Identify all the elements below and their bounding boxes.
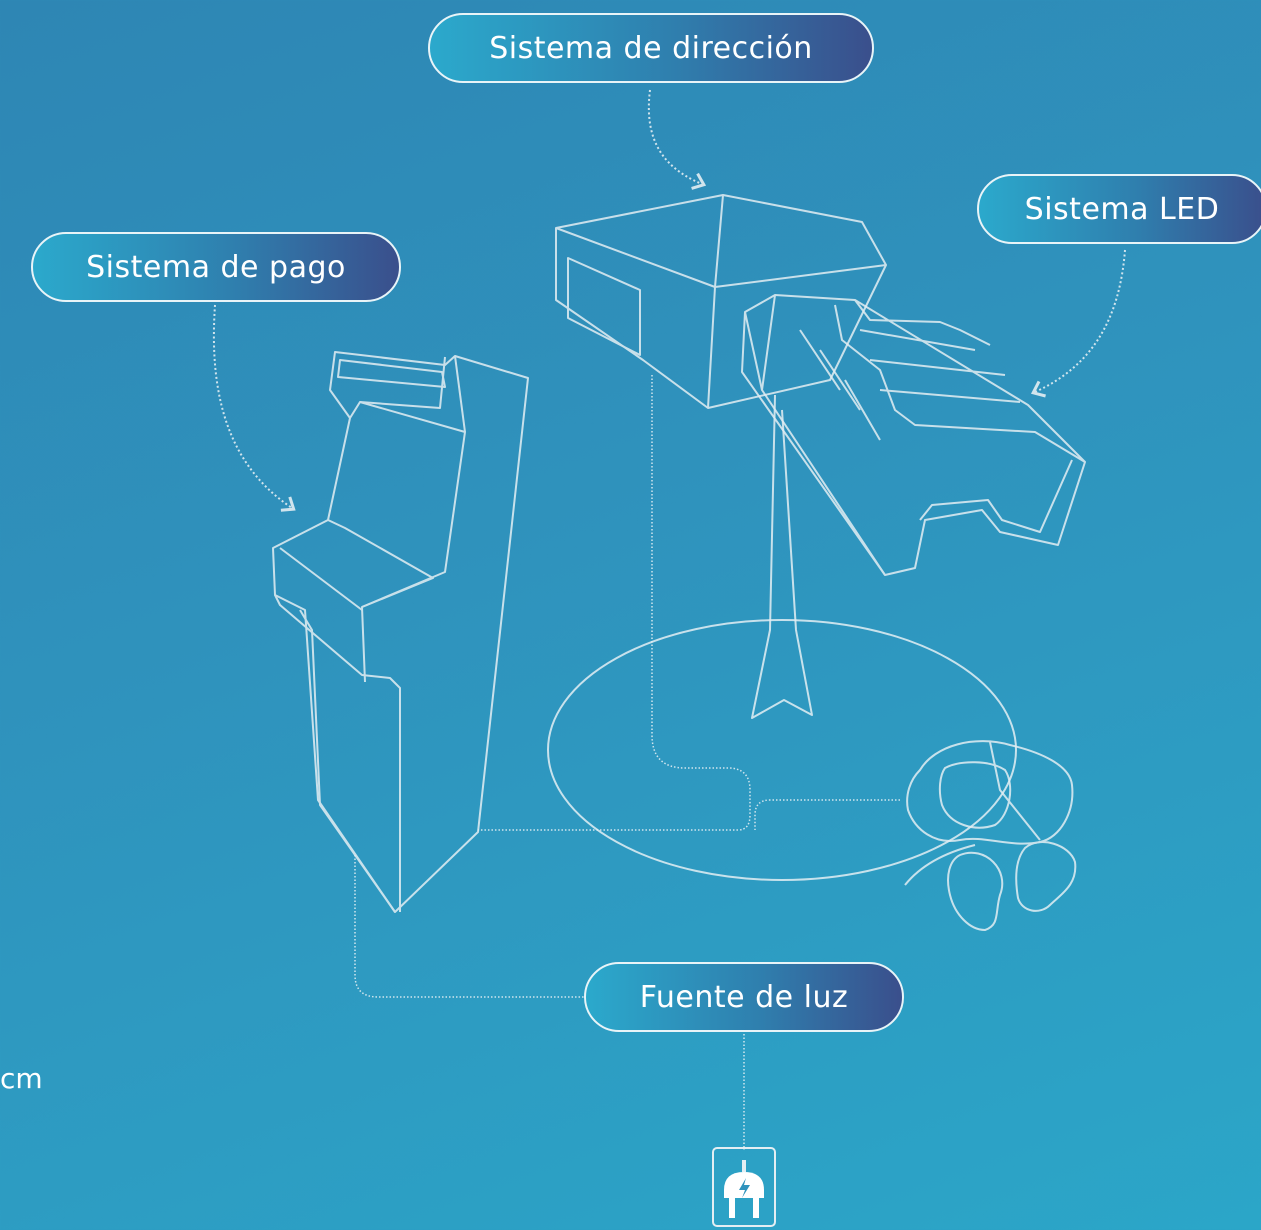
power-cable — [354, 855, 585, 998]
power-plug-icon — [712, 1147, 776, 1227]
steering-box-illustration — [555, 194, 887, 719]
steering-system-label: Sistema de dirección — [428, 13, 874, 83]
power-source-label: Fuente de luz — [584, 962, 904, 1032]
payment-connector — [212, 304, 296, 512]
unit-text: cm — [0, 1062, 43, 1095]
arcade-cabinet-illustration — [272, 351, 529, 913]
vr-headset-illustration — [904, 740, 1077, 931]
payment-system-label: Sistema de pago — [31, 232, 401, 302]
floor-platform — [547, 619, 1017, 881]
led-system-label: Sistema LED — [977, 174, 1261, 244]
headset-cable — [754, 799, 900, 830]
steering-cable — [478, 375, 751, 831]
steering-connector — [647, 89, 707, 190]
led-connector — [1030, 249, 1126, 398]
led-bar-illustration — [741, 294, 1086, 576]
